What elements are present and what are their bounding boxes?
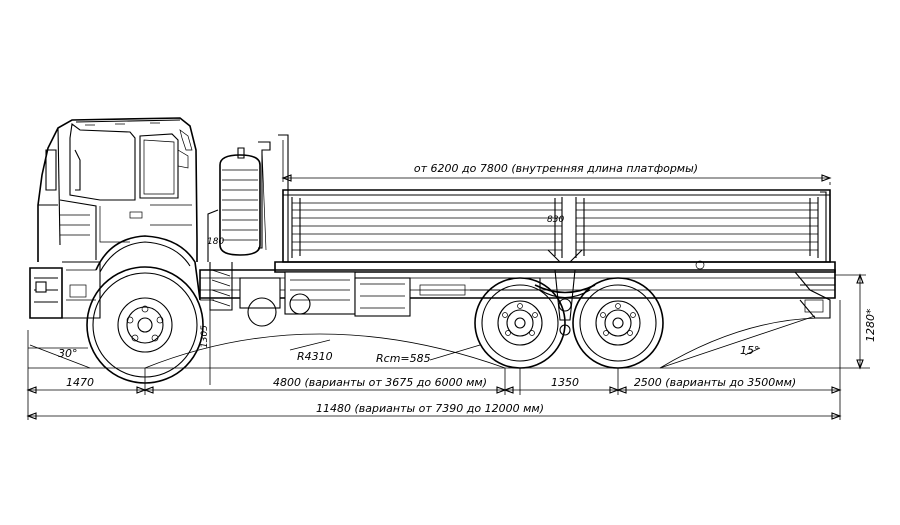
rear-height-label: 1280*	[864, 308, 877, 342]
spare-wheel	[207, 141, 271, 262]
overall-length-label: 11480 (варианты от 7390 до 12000 мм)	[316, 402, 544, 415]
rear-wheel-2	[572, 277, 664, 369]
dimension-lines	[27, 140, 841, 420]
front-bumper	[29, 261, 101, 319]
center-clearance-label: Rcm=585	[376, 352, 431, 365]
chassis-frame	[199, 260, 836, 327]
approach-angle-label: 30°	[58, 347, 78, 360]
ramp-radius-label: R4310	[297, 350, 333, 363]
front-overhang-label: 1470	[66, 376, 94, 389]
front-height-label: 180	[207, 237, 224, 247]
dimension-arrows	[26, 174, 864, 420]
front-fender	[95, 235, 201, 301]
rear-overhang-label: 2500 (варианты до 3500мм)	[634, 376, 796, 389]
cab	[37, 117, 198, 262]
bogie-spacing-label: 1350	[551, 376, 579, 389]
frame-height-label: 1305	[200, 325, 210, 348]
cargo-platform	[274, 134, 836, 286]
platform-length-label: от 6200 до 7800 (внутренняя длина платфо…	[414, 162, 698, 175]
front-wheel	[86, 266, 204, 384]
ground-geometry	[28, 270, 870, 385]
side-height-label: 830	[547, 215, 564, 225]
departure-angle-label: 15°	[740, 344, 760, 357]
rear-wheel-1	[474, 277, 566, 369]
wheelbase-label: 4800 (варианты от 3675 до 6000 мм)	[273, 376, 487, 389]
